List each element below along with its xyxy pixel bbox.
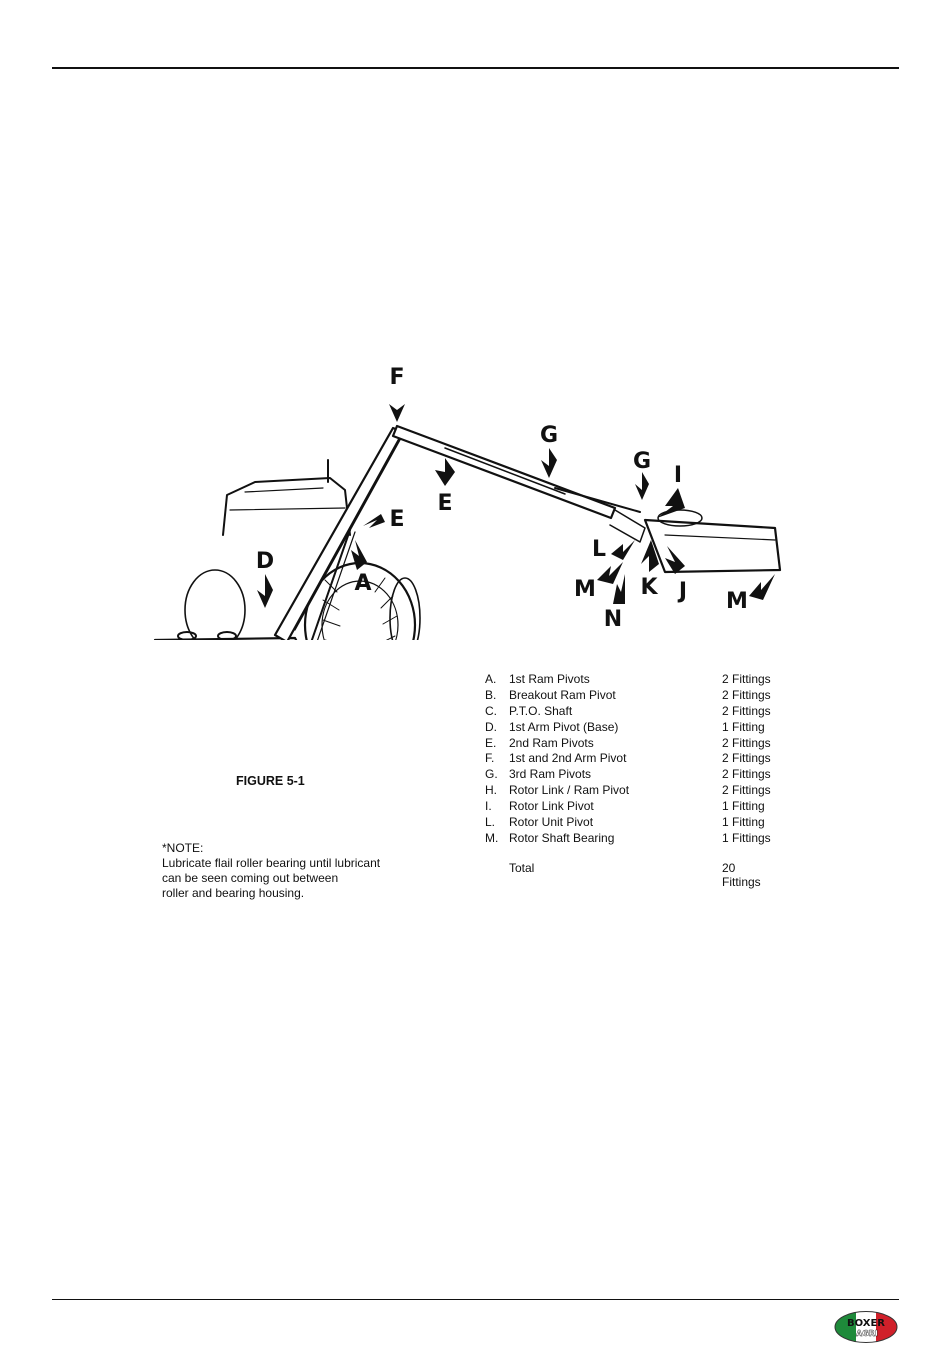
second-arm bbox=[391, 424, 617, 520]
footer-rule bbox=[52, 1299, 899, 1300]
legend-key: D. bbox=[485, 719, 497, 734]
note-line: roller and bearing housing. bbox=[162, 886, 305, 900]
legend-count: 2 Fittings bbox=[722, 672, 771, 686]
legend-total-label: Total bbox=[509, 860, 535, 875]
svg-text:E: E bbox=[389, 507, 404, 532]
legend-count: 2 Fittings bbox=[722, 767, 771, 782]
svg-text:J: J bbox=[677, 579, 687, 604]
legend-key: L. bbox=[485, 815, 496, 830]
legend-key: B. bbox=[485, 687, 497, 702]
legend-key: I. bbox=[485, 799, 492, 814]
svg-text:N: N bbox=[604, 607, 622, 632]
legend-count: 2 Fittings bbox=[722, 687, 771, 702]
legend-count: 1 Fitting bbox=[722, 799, 765, 814]
legend-count: 2 Fittings bbox=[722, 783, 771, 798]
svg-text:BOXER: BOXER bbox=[847, 1318, 885, 1329]
legend-count: 1 Fitting bbox=[722, 719, 765, 734]
legend-total-count: 20 Fittings bbox=[722, 860, 761, 889]
legend-label: Rotor Unit Pivot bbox=[509, 815, 594, 830]
legend-count: 2 Fittings bbox=[722, 703, 771, 718]
svg-text:L: L bbox=[592, 537, 606, 562]
svg-text:F: F bbox=[389, 365, 404, 390]
flail-head bbox=[643, 518, 782, 574]
legend-count: 1 Fitting bbox=[722, 815, 765, 830]
legend-label: Rotor Link Pivot bbox=[509, 799, 594, 814]
legend-label: 1st Arm Pivot (Base) bbox=[509, 719, 619, 734]
svg-text:K: K bbox=[640, 575, 658, 600]
legend-key: M. bbox=[485, 830, 499, 845]
legend-label: 1st Ram Pivots bbox=[509, 672, 590, 686]
legend-key: G. bbox=[485, 767, 498, 782]
second-ram bbox=[444, 447, 566, 495]
svg-text:M: M bbox=[726, 589, 748, 614]
legend-key: A. bbox=[485, 672, 497, 686]
legend-count: 1 Fittings bbox=[722, 830, 771, 845]
tractor-flail-arm-diagram: F G G I E E D A A C B L M N K J M bbox=[153, 365, 782, 640]
third-ram bbox=[554, 487, 641, 513]
legend-label: 1st and 2nd Arm Pivot bbox=[509, 751, 627, 766]
tractor-cab bbox=[222, 477, 351, 536]
lubrication-note: *NOTE: Lubricate flail roller bearing un… bbox=[162, 841, 380, 901]
svg-text:M: M bbox=[574, 577, 596, 602]
figure-caption: FIGURE 5-1 bbox=[236, 774, 305, 788]
boxer-agri-logo: BOXER AGRI bbox=[834, 1311, 898, 1343]
svg-text:D: D bbox=[256, 549, 274, 574]
legend-label: 3rd Ram Pivots bbox=[509, 767, 592, 782]
first-arm bbox=[273, 426, 405, 640]
legend-count: 2 Fittings bbox=[722, 735, 771, 750]
first-ram bbox=[310, 529, 351, 640]
legend-key: C. bbox=[485, 703, 497, 718]
legend-key: F. bbox=[485, 751, 495, 766]
note-line: can be seen coming out between bbox=[162, 871, 339, 885]
svg-text:E: E bbox=[437, 491, 452, 516]
legend-label: 2nd Ram Pivots bbox=[509, 735, 594, 750]
svg-text:I: I bbox=[674, 463, 682, 488]
header-rule bbox=[52, 67, 899, 69]
legend-label: P.T.O. Shaft bbox=[509, 703, 573, 718]
note-heading: *NOTE: bbox=[162, 841, 204, 855]
svg-text:A: A bbox=[354, 571, 371, 596]
svg-text:G: G bbox=[540, 423, 558, 448]
legend-key: H. bbox=[485, 783, 497, 798]
legend-label: Rotor Link / Ram Pivot bbox=[509, 783, 630, 798]
legend-label: Breakout Ram Pivot bbox=[509, 687, 616, 702]
rear-wheel-far bbox=[389, 577, 421, 640]
legend-label: Rotor Shaft Bearing bbox=[509, 830, 615, 845]
svg-text:G: G bbox=[633, 449, 651, 474]
note-line: Lubricate flail roller bearing until lub… bbox=[162, 856, 381, 870]
legend-key: E. bbox=[485, 735, 497, 750]
svg-text:AGRI: AGRI bbox=[856, 1329, 878, 1338]
legend-count: 2 Fittings bbox=[722, 751, 771, 766]
